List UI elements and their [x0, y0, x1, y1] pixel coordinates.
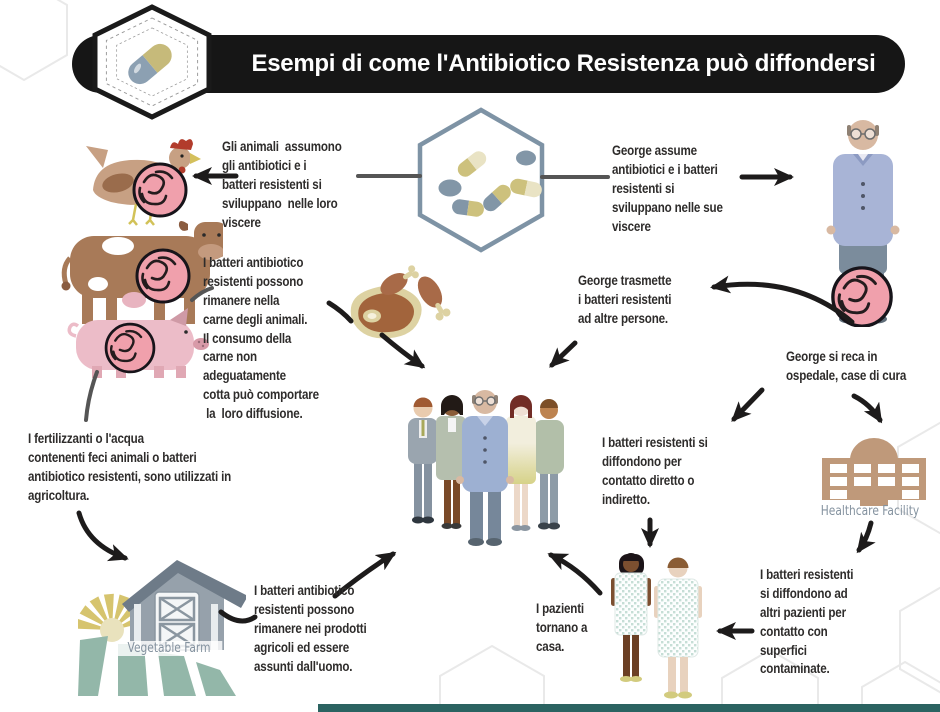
patient-man: [654, 557, 702, 699]
patient-woman: [611, 553, 651, 682]
vegetable-farm-icon: [78, 560, 246, 696]
page-title: Esempi di come l'Antibiotico Resistenza …: [251, 50, 876, 77]
healthcare-facility-label: Healthcare Facility: [820, 504, 920, 519]
field-rows: [78, 636, 236, 696]
george-icon: [826, 120, 900, 327]
person-green-man: [534, 399, 564, 530]
note-george-spreads: George trasmette i batteri resistenti ad…: [578, 273, 672, 326]
note-patients-home: I pazienti tornano a casa.: [536, 601, 588, 654]
pills-hexagon-icon: [417, 107, 545, 253]
vegetable-farm-label: Vegetable Farm: [115, 641, 223, 656]
chicken-icon: [86, 139, 201, 226]
intestines-icon: [104, 322, 156, 374]
patients-icon: [611, 553, 702, 699]
glasses-icon: [850, 128, 862, 140]
intestines-icon: [135, 248, 191, 304]
person-center-man: [456, 390, 514, 546]
raw-meat-icon: [350, 265, 451, 339]
farm-animals-icon: [61, 139, 223, 378]
note-george-hospital: George si reca in ospedale, case di cura: [786, 349, 907, 383]
note-crops: I batteri antibiotico resistenti possono…: [254, 583, 367, 674]
intestines-icon: [831, 266, 893, 327]
note-contact-spread: I batteri resistenti si diffondono per c…: [602, 435, 708, 507]
note-fertilizer: I fertilizzanti o l'acqua contenenti fec…: [28, 431, 232, 503]
person-dark-woman: [436, 395, 466, 529]
healthcare-facility-icon: [822, 438, 926, 506]
drumstick-icon: [380, 265, 419, 296]
door: [860, 488, 888, 506]
note-surfaces: I batteri resistenti si diffondono ad al…: [760, 567, 854, 677]
note-animals-take: Gli animali assumono gli antibiotici e i…: [222, 139, 342, 230]
person-redhead-woman: [506, 395, 536, 531]
barn-icon: [122, 560, 246, 651]
note-meat-spread: I batteri antibiotico resistenti possono…: [203, 255, 319, 422]
intestines-icon: [132, 162, 188, 218]
person-suit-man: [408, 397, 438, 524]
drumstick-icon: [417, 276, 451, 321]
note-george-takes: George assume antibiotici e i batteri re…: [612, 143, 723, 234]
footer-bar: [318, 704, 940, 712]
cow-icon: [61, 221, 223, 324]
capsule-hexagon-icon: [92, 4, 212, 120]
people-group-icon: [408, 390, 564, 546]
